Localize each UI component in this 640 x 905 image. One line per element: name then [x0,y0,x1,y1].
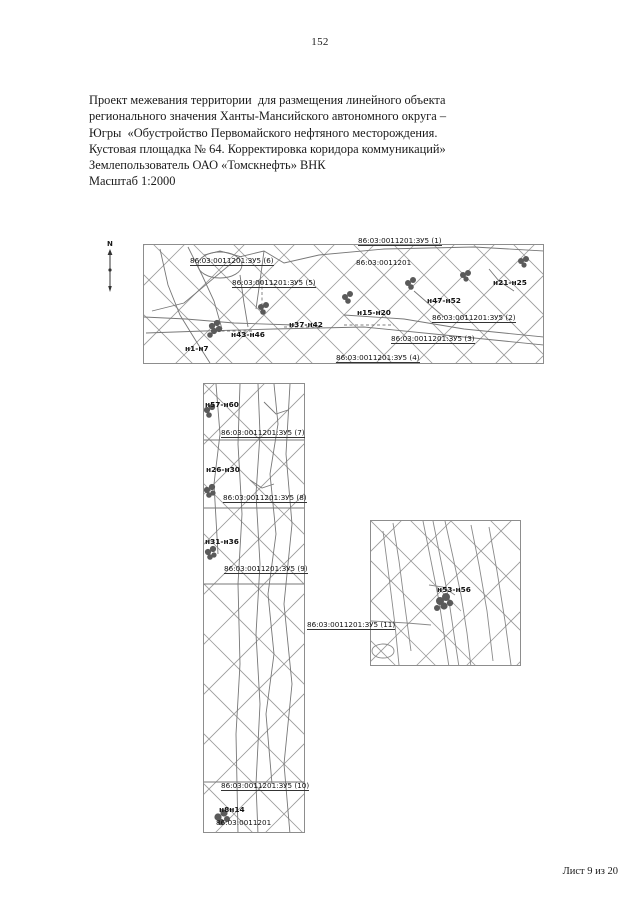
map-lower-cadastral-label-main: 86:03:0011201 [216,818,272,827]
map-lower-cadastral-label-7: 86:03:0011201:ЗУ5 (7) [221,428,305,438]
map-lower-cadastral-label-10: 86:03:0011201:ЗУ5 (10) [221,781,310,791]
title-line-4: Кустовая площадка № 64. Корректировка ко… [89,141,446,156]
map-top-point-label-n47-n52: н47-н52 [427,296,461,305]
map-inset-cadastral-label-11: 86:03:0011201:ЗУ5 (11) [307,620,396,630]
map-lower-graphic [204,384,304,832]
document-title-block: Проект межевания территории для размещен… [89,92,549,190]
map-top-cadastral-label-3: 86:03:0011201:ЗУ5 (3) [391,334,475,344]
map-top-cadastral-label-main: 86:03:0011201 [356,258,412,267]
map-inset-point-label-n53-n56: н53-н56 [437,585,471,594]
map-top-parcel-strip[interactable] [143,244,544,364]
page-footer-sheet-number: Лист 9 из 20 [562,866,618,877]
page-number: 152 [311,36,329,48]
title-line-2: регионального значения Ханты-Мансийского… [89,109,447,124]
map-lower-point-label-n57-n60: н57-н60 [205,400,239,409]
map-top-cadastral-label-1: 86:03:0011201:ЗУ5 (1) [358,236,442,246]
map-top-cadastral-label-5: 86:03:0011201:ЗУ5 (5) [232,278,316,288]
map-lower-point-label-n26-n30: н26-н30 [206,465,240,474]
north-arrow-graphic [107,249,113,292]
north-arrow-icon: N [106,240,122,292]
title-line-6-scale: Масштаб 1:2000 [89,174,176,189]
map-inset-parcel-11[interactable] [370,520,521,666]
map-top-point-label-n37-n42: н37-н42 [289,320,323,329]
map-lower-parcel-corridor[interactable] [203,383,305,833]
map-lower-point-label-n31-n36: н31-н36 [205,537,239,546]
map-top-point-label-n43-n46: н43-н46 [231,330,265,339]
map-top-cadastral-label-2: 86:03:0011201:ЗУ5 (2) [432,313,516,323]
map-lower-cadastral-label-9: 86:03:0011201:ЗУ5 (9) [224,564,308,574]
north-arrow-label: N [107,240,113,248]
title-line-1: Проект межевания территории для размещен… [89,93,446,107]
map-top-cadastral-label-6: 86:03:0011201:ЗУ5 (6) [190,256,274,266]
map-top-point-label-n15-n20: н15-н20 [357,308,391,317]
map-top-point-label-n21-n25: н21-н25 [493,278,527,287]
map-top-graphic [144,245,543,363]
title-line-3: Югры «Обустройство Первомайского нефтяно… [89,125,438,140]
map-top-cadastral-label-4: 86:03:0011201:ЗУ5 (4) [336,353,420,363]
map-lower-cadastral-label-8: 86:03:0011201:ЗУ5 (8) [223,493,307,503]
map-lower-point-label-n8n14: н8н14 [219,805,245,814]
title-line-5: Землепользователь ОАО «Томскнефть» ВНК [89,158,326,173]
map-inset-graphic [371,521,520,665]
map-top-point-label-n1-n7: н1-н7 [185,344,209,353]
